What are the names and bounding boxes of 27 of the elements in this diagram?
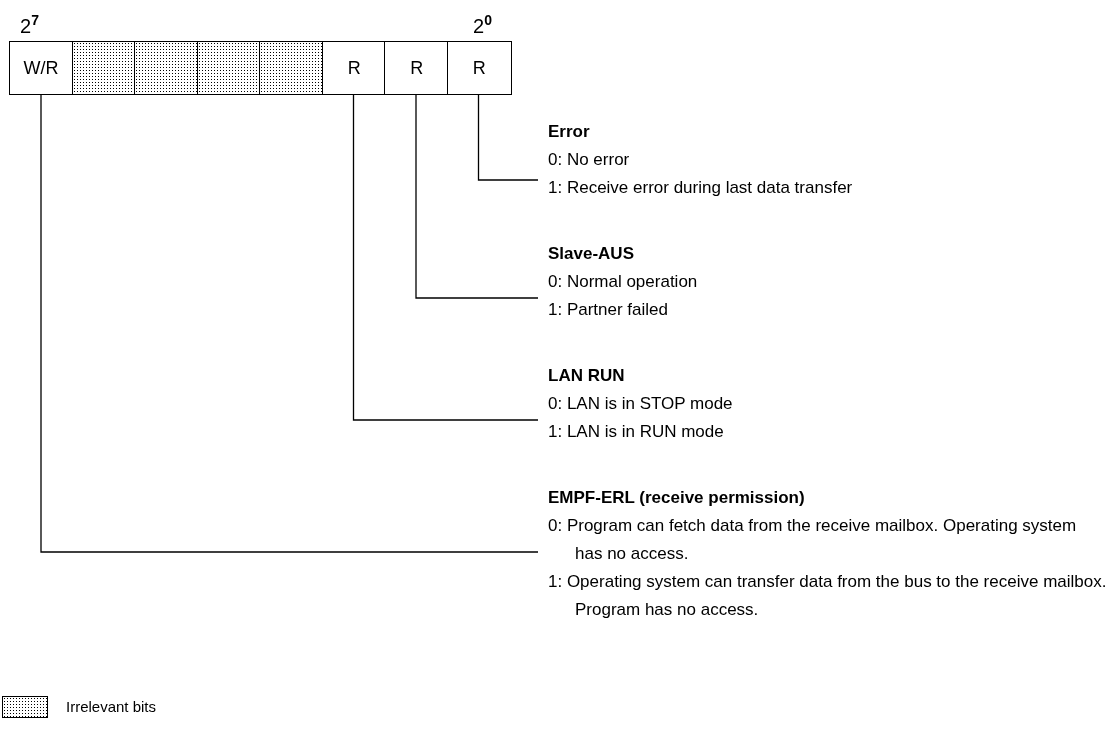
leader-line xyxy=(415,94,539,299)
bit-name: LAN RUN xyxy=(548,365,625,387)
bit-cell: W/R xyxy=(9,41,73,95)
legend-text: Irrelevant bits xyxy=(66,698,157,715)
bit-name: Error xyxy=(548,121,590,143)
leader-line xyxy=(40,94,539,553)
bit-cell: R xyxy=(384,41,450,95)
bit-cell: R xyxy=(321,41,387,95)
bit-weight-label: 2$^{0}$ xyxy=(473,12,492,38)
bit-value-text: 0: Program can fetch data from the receive mailbox. Operating system has no access. xyxy=(548,515,1078,565)
shaded-bit-cell xyxy=(71,41,137,95)
bit-value-text: 0: No error xyxy=(548,149,631,171)
bit-value-text: 1: Receive error during last data transfer xyxy=(548,177,854,199)
shaded-bit-cell xyxy=(134,41,200,95)
bit-weight-label: 2$^{7}$ xyxy=(20,12,39,38)
bit-value-text: 0: LAN is in STOP mode xyxy=(548,393,734,415)
shaded-bit-cell xyxy=(259,41,325,95)
leader-line xyxy=(352,94,539,421)
bit-value-text: 1: Operating system can transfer data from the bus to the receive mailbox. Program has no access. xyxy=(548,571,1108,621)
bit-name: EMPF-ERL (receive permission) xyxy=(548,487,805,509)
bit-cell: R xyxy=(446,41,512,95)
leader-line xyxy=(477,94,539,181)
bit-value-text: 1: LAN is in RUN mode xyxy=(548,421,725,443)
bit-name: Slave-AUS xyxy=(548,243,634,265)
shaded-bit-cell xyxy=(196,41,262,95)
bit-value-text: 0: Normal operation xyxy=(548,271,699,293)
bit-value-text: 1: Partner failed xyxy=(548,299,669,321)
